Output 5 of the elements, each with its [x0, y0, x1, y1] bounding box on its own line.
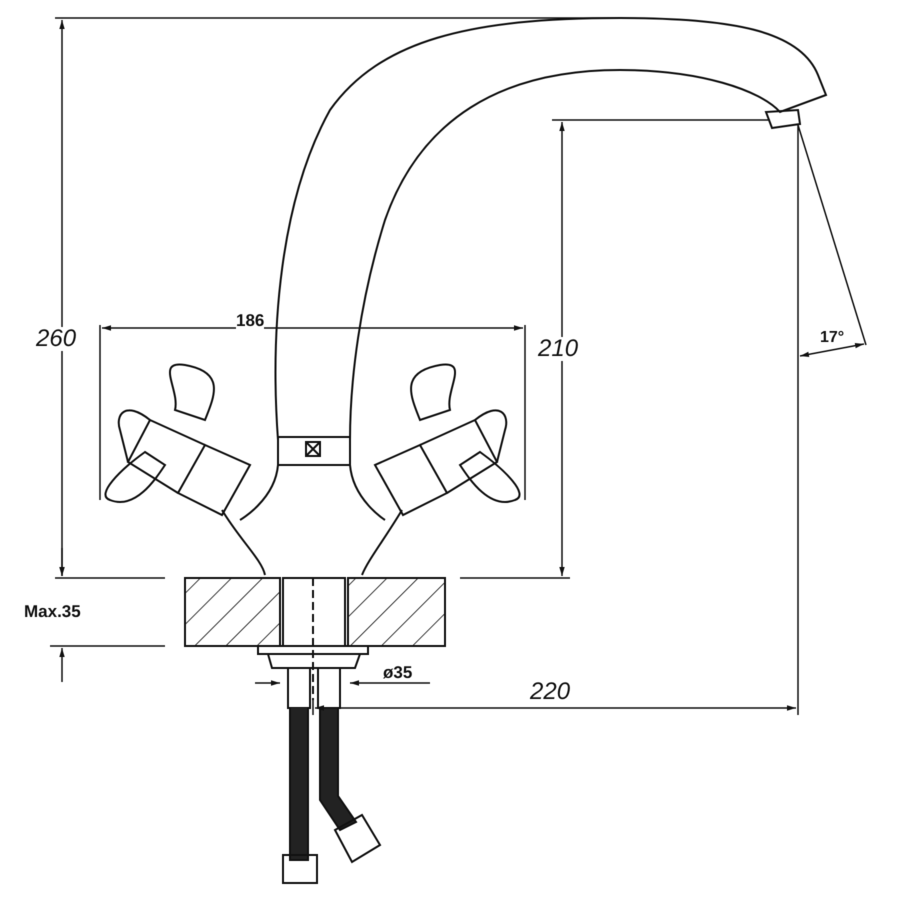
dimension-label: ø35	[383, 664, 412, 681]
dimension-label: 210	[538, 337, 578, 361]
dimension-label: 186	[236, 312, 264, 329]
dimension-label: Max.35	[24, 603, 81, 620]
dimension-label: 260	[36, 327, 76, 351]
